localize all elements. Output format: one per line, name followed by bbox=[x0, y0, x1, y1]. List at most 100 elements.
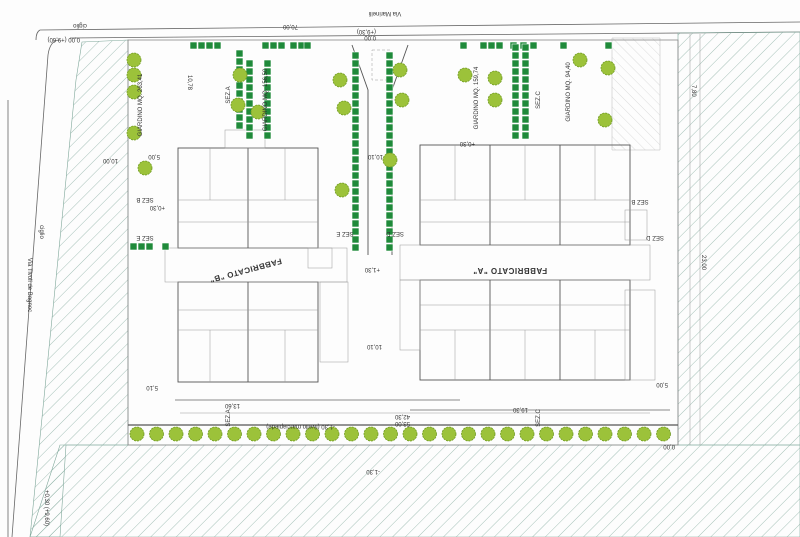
road-note: -1,30 (livello marciapiede) bbox=[266, 423, 335, 429]
tree bbox=[636, 426, 652, 442]
section-label: SEZ B bbox=[631, 198, 648, 204]
hedge-shrub bbox=[385, 67, 394, 76]
tree bbox=[305, 426, 320, 442]
hedge-shrub bbox=[277, 41, 286, 50]
hedge-shrub bbox=[235, 57, 244, 66]
hedge-shrub bbox=[351, 115, 360, 124]
tree bbox=[188, 426, 203, 442]
tree bbox=[656, 426, 671, 442]
tree bbox=[597, 112, 613, 128]
dim: 0,00 (+9,60) bbox=[47, 36, 80, 42]
hedge-shrub bbox=[521, 91, 530, 100]
dim: 23,00 bbox=[700, 255, 706, 271]
hedge-shrub bbox=[351, 187, 360, 196]
building-a-label: FABBRICATO "A" bbox=[473, 266, 547, 275]
dim: 0,00 bbox=[364, 34, 376, 40]
hedge-shrub bbox=[521, 99, 530, 108]
level: +1,30 bbox=[364, 266, 380, 272]
section-label: SEZ E bbox=[336, 230, 353, 236]
hatched-areas bbox=[29, 31, 800, 537]
ciglio-left-label: ciglio bbox=[38, 225, 44, 239]
building-b bbox=[164, 129, 349, 383]
hedge-shrub bbox=[245, 59, 254, 68]
dim: 7,80 bbox=[690, 85, 696, 97]
dim: 10,78 bbox=[186, 75, 192, 91]
tree bbox=[441, 426, 457, 442]
tree bbox=[558, 426, 574, 442]
hedge-shrub bbox=[385, 227, 394, 236]
hedge-shrub bbox=[351, 139, 360, 148]
tree bbox=[332, 72, 348, 88]
hedge-shrub bbox=[351, 195, 360, 204]
hedge-shrub bbox=[511, 43, 520, 52]
section-label: SEZ B bbox=[136, 196, 153, 202]
tree bbox=[344, 426, 359, 442]
hedge-shrub bbox=[161, 242, 170, 251]
hedge-shrub bbox=[235, 89, 244, 98]
building-b-label: FABBRICATO "B" bbox=[209, 256, 283, 284]
section-label: SEZ.C bbox=[536, 91, 542, 109]
tree bbox=[227, 426, 242, 442]
hedge-shrub bbox=[385, 211, 394, 220]
ciglio-top-label: ciglio bbox=[73, 22, 87, 28]
hedge-shrub bbox=[495, 41, 504, 50]
tree bbox=[126, 67, 142, 83]
hedge-shrub bbox=[351, 171, 360, 180]
tree bbox=[137, 160, 153, 176]
hedge-shrub bbox=[245, 123, 254, 132]
hedge-shrub bbox=[263, 83, 272, 92]
hedge-shrub bbox=[385, 219, 394, 228]
section-label: SEZ.A bbox=[226, 409, 232, 426]
dim: 19,30 bbox=[512, 406, 528, 412]
hedge-shrub bbox=[351, 75, 360, 84]
tree bbox=[207, 426, 223, 442]
hedge-shrub bbox=[459, 41, 468, 50]
hedge-shrub bbox=[263, 75, 272, 84]
hedge-shrub bbox=[385, 171, 394, 180]
hedge-shrub bbox=[385, 115, 394, 124]
garden-label: GIARDINO MQ. 156,50 bbox=[263, 68, 269, 131]
hedge-shrub bbox=[511, 99, 520, 108]
hedge-shrub bbox=[511, 123, 520, 132]
tree bbox=[266, 426, 281, 442]
hedge-shrub bbox=[197, 41, 206, 50]
tree bbox=[126, 52, 142, 68]
hedge-shrub bbox=[487, 41, 496, 50]
hedge-shrub bbox=[511, 51, 520, 60]
tree bbox=[392, 62, 408, 78]
dim: 13,60 bbox=[224, 402, 240, 408]
hedge-shrub bbox=[303, 41, 312, 50]
tree bbox=[168, 426, 184, 442]
hedge-shrub bbox=[385, 83, 394, 92]
hedge-shrub bbox=[511, 107, 520, 116]
tree bbox=[600, 60, 616, 76]
tree bbox=[578, 426, 593, 442]
level: +0,30 bbox=[149, 204, 165, 210]
tree bbox=[394, 92, 410, 108]
level: +0,30 (+9,60) bbox=[43, 490, 49, 526]
hedge-shrub bbox=[604, 41, 613, 50]
tree bbox=[246, 426, 262, 442]
hedge-shrub bbox=[511, 59, 520, 68]
hedge-shrub bbox=[385, 131, 394, 140]
hedge-shrub bbox=[269, 41, 278, 50]
tree bbox=[487, 70, 503, 86]
dim: 10,10 bbox=[366, 343, 382, 349]
garden-label: GIARDINO MQ. 159,74 bbox=[474, 66, 480, 129]
garden-label: GIARDINO MQ. 263,41 bbox=[138, 73, 144, 136]
hedge-shrub bbox=[385, 99, 394, 108]
hedge-shrub bbox=[245, 91, 254, 100]
hedge-shrub bbox=[521, 115, 530, 124]
building-a bbox=[399, 144, 656, 381]
tree bbox=[129, 426, 145, 442]
hedge-shrub bbox=[351, 83, 360, 92]
hedge-shrub bbox=[521, 43, 530, 52]
hedge-shrub bbox=[213, 41, 222, 50]
section-label: SEZ E bbox=[136, 234, 153, 240]
hedge-shrub bbox=[235, 49, 244, 58]
garden-label: GIARDINO MQ. 94,40 bbox=[566, 62, 572, 122]
hedge-shrub bbox=[385, 187, 394, 196]
hedge-shrub bbox=[385, 139, 394, 148]
tree bbox=[285, 426, 301, 442]
